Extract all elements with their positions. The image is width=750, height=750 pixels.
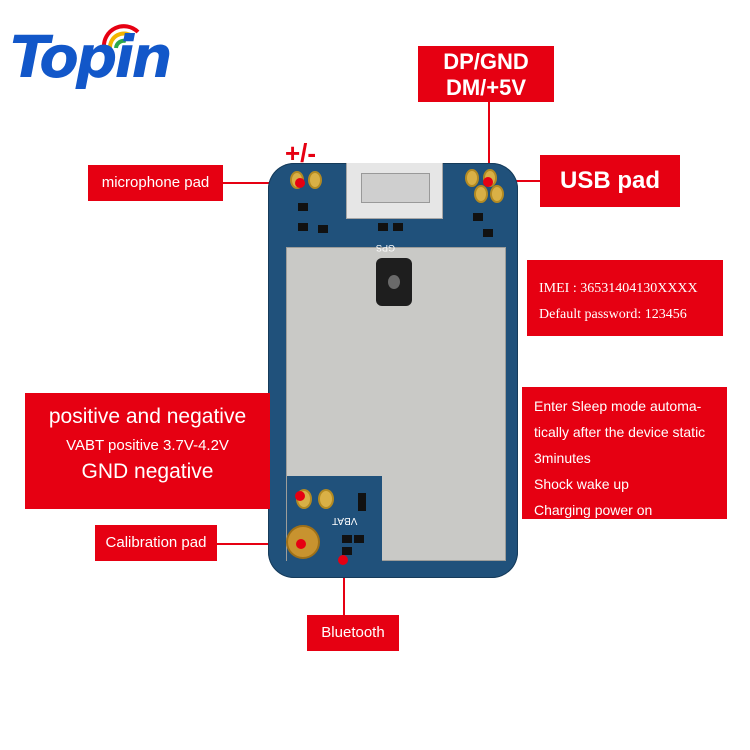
usb-pad-label: USB pad — [540, 155, 680, 207]
sleep-mode-box: Enter Sleep mode automa- tically after t… — [522, 387, 727, 519]
plus-minus-label: +/- — [285, 138, 317, 168]
vabt-text: VABT positive 3.7V-4.2V — [66, 437, 229, 454]
usb-pins-label: DP/GND DM/+5V — [418, 46, 554, 102]
dp-gnd-text: DP/GND — [443, 49, 529, 74]
sleep-line: Enter Sleep mode automa- — [534, 398, 702, 414]
sleep-line: tically after the device static — [534, 424, 706, 440]
wifi-icon — [101, 24, 140, 49]
dm-5v-text: DM/+5V — [445, 75, 527, 100]
calib-dot — [296, 539, 306, 549]
imei-text: IMEI : 36531404130XXXX — [539, 281, 698, 296]
mic-dot — [295, 178, 305, 188]
calibration-pad-label: Calibration pad — [95, 525, 217, 561]
microphone-pad-label: microphone pad — [88, 165, 223, 201]
bluetooth-label: Bluetooth — [307, 615, 399, 651]
gps-tracker-board: GPS VBAT — [268, 163, 518, 578]
positive-negative-box: positive and negative VABT positive 3.7V… — [25, 393, 270, 509]
topin-logo: Topin — [10, 22, 173, 92]
imei-box: IMEI : 36531404130XXXX Default password:… — [527, 260, 723, 336]
posneg-title: positive and negative — [48, 405, 247, 428]
usb-top-line — [488, 102, 490, 182]
usb-dot — [483, 177, 493, 187]
gps-antenna — [376, 258, 412, 306]
gnd-text: GND negative — [81, 460, 214, 483]
usb-pad-4 — [490, 185, 504, 203]
logo-text: Topin — [10, 23, 173, 91]
calib-line — [217, 543, 302, 545]
sleep-line: 3minutes — [534, 450, 591, 466]
micro-usb-port — [346, 163, 443, 219]
sleep-line: Charging power on — [534, 502, 653, 518]
usb-pad-1 — [465, 169, 479, 187]
sleep-line: Shock wake up — [534, 476, 629, 492]
gps-marking: GPS — [376, 243, 396, 253]
bluetooth-line — [343, 560, 345, 616]
vbat-marking: VBAT — [332, 515, 358, 526]
bluetooth-dot — [338, 555, 348, 565]
mic-line — [223, 182, 299, 184]
default-password-text: Default password: 123456 — [539, 307, 687, 322]
battery-pad-negative — [318, 489, 334, 509]
usb-pad-3 — [474, 185, 488, 203]
posneg-dot — [295, 491, 305, 501]
mic-pad-minus — [308, 171, 322, 189]
